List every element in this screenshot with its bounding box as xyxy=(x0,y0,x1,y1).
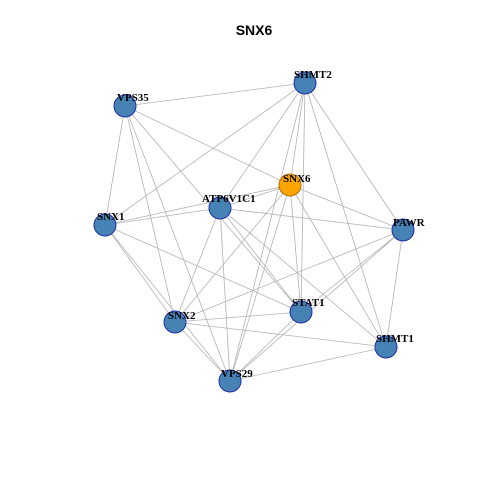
edge-atp6v1c1-pawr xyxy=(219,207,404,231)
edge-snx6-shmt1 xyxy=(289,184,387,348)
node-label: ATP6V1C1 xyxy=(202,193,256,205)
edge-shmt2-stat1 xyxy=(300,82,306,313)
node-vps35: VPS35 xyxy=(113,92,149,118)
node-circle xyxy=(113,94,137,118)
node-label: VPS29 xyxy=(221,368,253,380)
edge-vps35-snx1 xyxy=(104,105,126,226)
edge-snx1-stat1 xyxy=(104,224,302,313)
edge-snx6-vps29 xyxy=(229,184,291,382)
edge-vps35-shmt2 xyxy=(124,82,306,107)
edge-pawr-vps29 xyxy=(229,229,404,382)
edge-vps35-snx2 xyxy=(124,105,176,323)
node-stat1: STAT1 xyxy=(289,297,325,324)
edge-shmt2-snx6 xyxy=(289,82,306,186)
node-circle xyxy=(218,369,242,393)
edge-snx6-atp6v1c1 xyxy=(219,184,291,209)
edge-pawr-stat1 xyxy=(300,229,404,313)
node-snx2: SNX2 xyxy=(163,310,196,334)
node-snx1: SNX1 xyxy=(93,211,125,237)
node-circle xyxy=(208,196,232,220)
edge-snx1-snx2 xyxy=(104,224,176,323)
edge-snx6-pawr xyxy=(289,184,404,231)
node-circle xyxy=(293,71,317,95)
edge-pawr-snx2 xyxy=(174,229,404,323)
edge-snx6-snx2 xyxy=(174,184,291,323)
node-vps29: VPS29 xyxy=(218,368,253,393)
node-label: VPS35 xyxy=(117,92,149,104)
edge-snx2-vps29 xyxy=(174,321,231,382)
node-label: SHMT1 xyxy=(376,333,414,345)
edge-atp6v1c1-shmt1 xyxy=(219,207,387,348)
node-label: STAT1 xyxy=(292,297,325,309)
graph-title: SNX6 xyxy=(236,22,273,38)
edge-vps35-snx6 xyxy=(124,105,291,186)
edge-shmt1-vps29 xyxy=(229,346,387,382)
node-label: SNX2 xyxy=(168,310,196,322)
edge-shmt2-pawr xyxy=(304,82,404,231)
edge-snx2-stat1 xyxy=(174,311,302,323)
edge-snx1-vps29 xyxy=(104,224,231,382)
edge-snx6-snx1 xyxy=(104,184,291,226)
node-label: SNX6 xyxy=(283,173,311,185)
edge-stat1-vps29 xyxy=(229,311,302,382)
node-circle xyxy=(163,310,187,334)
node-label: PAWR xyxy=(393,217,426,229)
edge-atp6v1c1-vps29 xyxy=(219,207,231,382)
edge-atp6v1c1-stat1 xyxy=(219,207,302,313)
node-pawr: PAWR xyxy=(391,217,426,242)
edges-layer xyxy=(104,82,404,382)
edge-snx6-stat1 xyxy=(289,184,302,313)
node-circle xyxy=(374,335,398,359)
edge-shmt2-vps29 xyxy=(229,82,306,382)
node-label: SNX1 xyxy=(97,211,125,223)
edge-pawr-shmt1 xyxy=(385,229,404,348)
edge-atp6v1c1-snx2 xyxy=(174,207,221,323)
node-shmt2: SHMT2 xyxy=(293,69,332,95)
node-circle xyxy=(391,218,415,242)
node-label: SHMT2 xyxy=(294,69,332,81)
edge-vps35-vps29 xyxy=(124,105,231,382)
node-atp6v1c1: ATP6V1C1 xyxy=(202,193,256,220)
node-circle xyxy=(278,173,302,197)
node-snx6: SNX6 xyxy=(278,173,311,197)
edge-shmt2-atp6v1c1 xyxy=(219,82,306,209)
node-circle xyxy=(289,300,313,324)
edge-shmt2-shmt1 xyxy=(304,82,387,348)
edge-shmt2-snx1 xyxy=(104,82,306,226)
node-circle xyxy=(93,213,117,237)
edge-atp6v1c1-snx1 xyxy=(104,207,221,226)
edge-snx2-shmt1 xyxy=(174,321,387,348)
node-shmt1: SHMT1 xyxy=(374,333,414,359)
